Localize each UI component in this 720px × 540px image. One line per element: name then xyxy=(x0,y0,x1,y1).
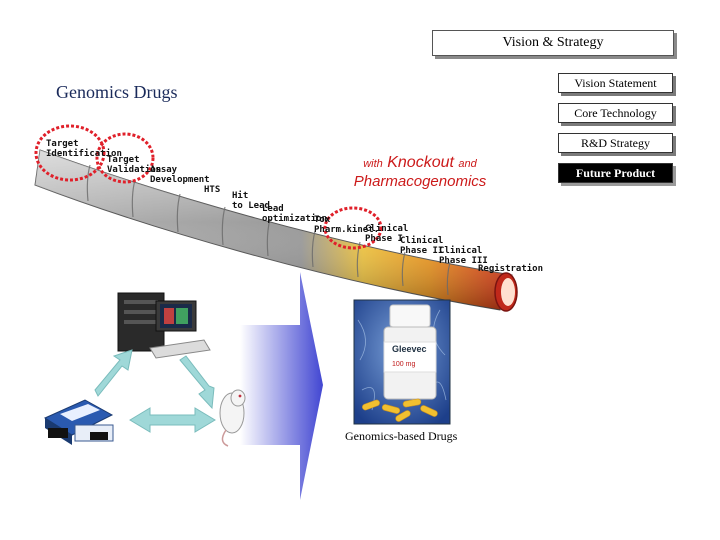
pipeline-tube xyxy=(34,149,518,312)
stage-label: Registration xyxy=(478,264,544,274)
nav-vision-statement-button[interactable]: Vision Statement xyxy=(558,73,673,93)
stage-label: Lead optimization xyxy=(262,204,328,224)
section-title: Vision & Strategy xyxy=(502,35,604,50)
computer-icon xyxy=(117,292,211,359)
mouse-icon xyxy=(219,389,246,447)
cycle-arrows xyxy=(94,349,216,433)
subtitle-word: with xyxy=(363,158,383,170)
nav-label: R&D Strategy xyxy=(581,135,650,150)
nav-future-product-button[interactable]: Future Product xyxy=(558,163,673,183)
page-title: Genomics Drugs xyxy=(56,82,178,102)
section-header: Vision & Strategy xyxy=(432,30,674,56)
bottle-dose-text: 100 mg xyxy=(392,361,415,368)
pipeline-subtitle: with Knockout and Pharmacogenomics xyxy=(335,154,505,191)
nav-label: Core Technology xyxy=(574,105,657,120)
stage-label: Clinical Phase II xyxy=(400,236,444,256)
stage-label: Target Validation xyxy=(107,155,162,175)
subtitle-line2: Pharmacogenomics xyxy=(353,173,487,190)
stage-label: HTS xyxy=(204,185,221,195)
product-caption: Genomics-based Drugs xyxy=(345,429,458,443)
bottle-brand-text: Gleevec xyxy=(392,344,427,354)
stage-label: Clinical Phase III xyxy=(439,246,488,266)
stage-label: Clinical Phase I xyxy=(365,224,409,244)
stage-label: Hit to Lead xyxy=(232,191,270,211)
nav-core-technology-button[interactable]: Core Technology xyxy=(558,103,673,123)
subtitle-word: and xyxy=(458,158,477,170)
subtitle-word: Knockout xyxy=(387,154,454,171)
stage-label: Tox Pharm.kinet. xyxy=(314,215,380,235)
nav-rnd-strategy-button[interactable]: R&D Strategy xyxy=(558,133,673,153)
product-photo: Gleevec 100 mg xyxy=(353,299,451,425)
transition-arrow xyxy=(240,272,323,500)
stage-label: Target Identification xyxy=(46,139,122,159)
nav-label: Vision Statement xyxy=(574,75,657,90)
dna-kit-icon xyxy=(43,399,114,445)
nav-label: Future Product xyxy=(575,165,656,180)
highlight-rings xyxy=(34,124,383,250)
stage-label: Assay Development xyxy=(150,165,210,185)
